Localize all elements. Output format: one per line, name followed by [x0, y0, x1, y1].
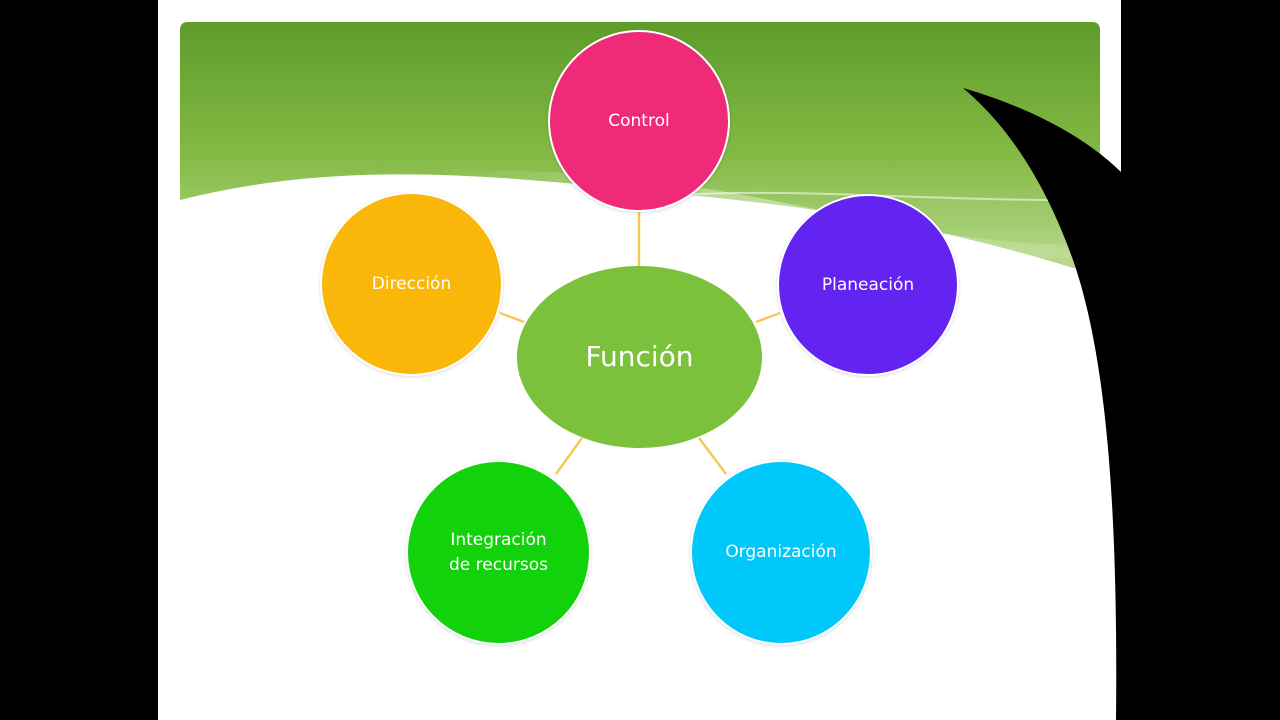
node-planeacion-label: Planeación — [821, 274, 915, 295]
center-node-label: Función — [585, 339, 694, 373]
node-control-label: Control — [608, 110, 670, 131]
connector-organizacion — [698, 437, 727, 475]
node-control: Control — [548, 30, 730, 212]
node-planeacion: Planeación — [777, 194, 959, 376]
connector-planeacion — [755, 311, 781, 324]
connector-direccion — [499, 311, 525, 324]
node-integracion-de-recursos: Integración de recursos — [406, 460, 591, 645]
page-curl — [963, 88, 1121, 720]
node-direccion-label: Dirección — [371, 273, 452, 294]
center-node-funcion: Función — [517, 266, 762, 448]
node-organizacion: Organización — [690, 460, 872, 645]
node-integracion-label: Integración de recursos — [449, 529, 548, 575]
connector-integracion — [554, 437, 584, 475]
slide: Función Control Planeación Organización … — [158, 0, 1121, 720]
node-organizacion-label: Organización — [725, 542, 837, 563]
node-direccion: Dirección — [320, 192, 503, 376]
connector-lines — [499, 210, 781, 475]
